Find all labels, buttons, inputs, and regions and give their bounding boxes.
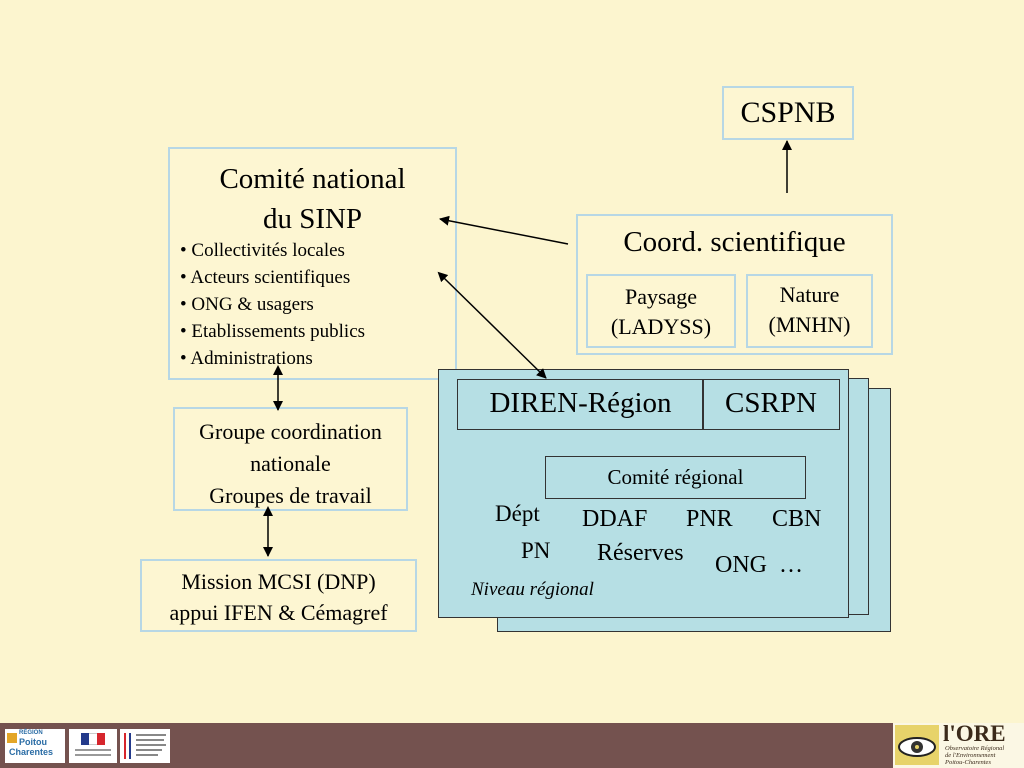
groupe-line1: Groupe coordination <box>199 419 382 444</box>
nature-box: Nature (MNHN) <box>746 274 873 348</box>
comite-national-title-line1: Comité national <box>219 163 406 195</box>
ong-label: ONG … <box>715 552 803 578</box>
ore-logo-line1: Observatoire Régional <box>945 745 1005 752</box>
groupe-line3: Groupes de travail <box>209 483 372 508</box>
footer-bar: RÉGION Poitou Charentes l'ORE Observatoi… <box>0 721 1024 768</box>
groupe-coordination-box: Groupe coordination nationale Groupes de… <box>173 407 408 511</box>
eye-icon <box>895 725 939 765</box>
mission-line2: appui IFEN & Cémagref <box>169 600 388 625</box>
cspnb-label: CSPNB <box>740 96 836 129</box>
list-item: Administrations <box>180 345 365 372</box>
ore-logo: l'ORE Observatoire Régional de l'Environ… <box>893 721 1024 768</box>
arrow-comite-diren <box>437 271 547 379</box>
ore-logo-line2: de l'Environnement <box>945 752 996 759</box>
paysage-line2: (LADYSS) <box>610 314 712 339</box>
diren-region-label: DIREN-Région <box>489 387 672 419</box>
pn-label: PN <box>521 538 551 563</box>
comite-regional-label: Comité régional <box>607 465 744 489</box>
comite-national-title-line2: du SINP <box>262 203 363 235</box>
region-logo-text2: Poitou <box>19 737 47 747</box>
csrpn-box: CSRPN <box>702 379 840 430</box>
comite-national-title: Comité national du SINP <box>170 159 455 239</box>
comite-national-box: Comité national du SINP Collectivités lo… <box>168 147 457 380</box>
list-item: Acteurs scientifiques <box>180 264 365 291</box>
pnr-label: PNR <box>686 506 733 532</box>
ministere-logo <box>120 729 170 763</box>
cbn-label: CBN <box>772 506 822 532</box>
ore-logo-line3: Poitou-Charentes <box>945 759 991 766</box>
list-item: Collectivités locales <box>180 237 365 264</box>
csrpn-label: CSRPN <box>725 387 817 419</box>
reserves-label: Réserves <box>597 540 684 566</box>
mission-line1: Mission MCSI (DNP) <box>181 569 376 594</box>
region-logo-text3: Charentes <box>9 747 54 757</box>
ddaf-label: DDAF <box>582 506 648 532</box>
regional-card-front: DIREN-Région CSRPN Comité régional Dépt … <box>438 369 849 618</box>
arrow-coord-to-comite <box>439 215 569 245</box>
comite-national-list: Collectivités locales Acteurs scientifiq… <box>180 237 365 372</box>
nature-line2: (MNHN) <box>768 312 851 337</box>
nature-line1: Nature <box>779 282 840 307</box>
niveau-regional-label: Niveau régional <box>471 579 594 600</box>
ore-logo-title: l'ORE <box>943 721 1006 746</box>
republique-logo <box>69 729 117 763</box>
groupe-line2: nationale <box>250 451 331 476</box>
dept-label: Dépt <box>495 501 540 526</box>
region-logo: RÉGION Poitou Charentes <box>5 729 65 763</box>
region-logo-text1: RÉGION <box>19 730 43 736</box>
list-item: Etablissements publics <box>180 318 365 345</box>
cspnb-box: CSPNB <box>722 86 854 140</box>
list-item: ONG & usagers <box>180 291 365 318</box>
paysage-line1: Paysage <box>624 284 698 309</box>
coord-scientifique-title: Coord. scientifique <box>623 226 846 258</box>
coord-scientifique-box: Coord. scientifique Paysage (LADYSS) Nat… <box>576 214 893 355</box>
region-logo-mark <box>7 733 17 743</box>
mission-box: Mission MCSI (DNP) appui IFEN & Cémagref <box>140 559 417 632</box>
paysage-box: Paysage (LADYSS) <box>586 274 736 348</box>
comite-regional-box: Comité régional <box>545 456 806 499</box>
diren-region-box: DIREN-Région <box>457 379 704 430</box>
